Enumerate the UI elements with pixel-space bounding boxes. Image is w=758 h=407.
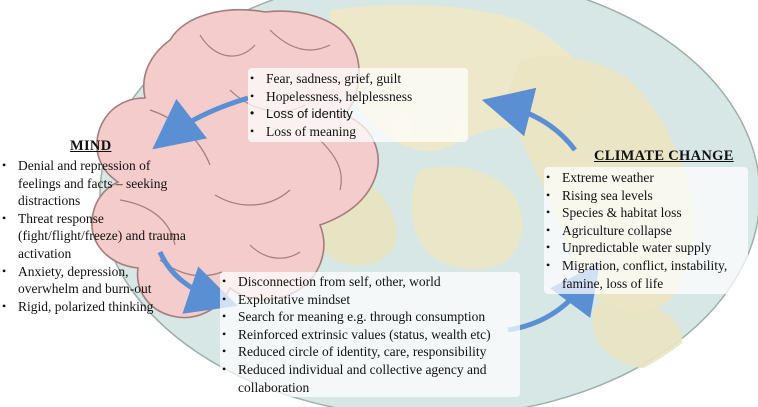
consequences-item: Disconnection from self, other, world xyxy=(220,273,520,291)
consequences-item: Exploitative mindset xyxy=(220,291,520,309)
mind-item: Rigid, polarized thinking xyxy=(0,298,190,316)
mind-heading: MIND xyxy=(70,138,111,155)
consequences-item: Reduced individual and collective agency… xyxy=(220,361,520,396)
consequences-item: Reduced circle of identity, care, respon… xyxy=(220,343,520,361)
emotions-item: Loss of identity xyxy=(248,105,468,123)
climate-heading: CLIMATE CHANGE xyxy=(594,148,734,165)
climate-item: Species & habitat loss xyxy=(544,204,748,222)
climate-item: Extreme weather xyxy=(544,169,748,187)
emotions-box: Fear, sadness, grief, guilt Hopelessness… xyxy=(248,68,468,142)
mind-item: Anxiety, depression, overwhelm and burn-… xyxy=(0,263,190,298)
emotions-item: Fear, sadness, grief, guilt xyxy=(248,70,468,88)
climate-list: Extreme weather Rising sea levels Specie… xyxy=(544,167,748,294)
climate-item: Rising sea levels xyxy=(544,187,748,205)
climate-item: Unpredictable water supply xyxy=(544,239,748,257)
emotions-item: Hopelessness, helplessness xyxy=(248,88,468,106)
consequences-item: Search for meaning e.g. through consumpt… xyxy=(220,308,520,326)
climate-item: Agriculture collapse xyxy=(544,222,748,240)
consequences-box: Disconnection from self, other, world Ex… xyxy=(220,272,520,397)
climate-item: Migration, conflict, instability, famine… xyxy=(544,257,748,292)
mind-item: Denial and repression of feelings and fa… xyxy=(0,157,190,210)
emotions-item: Loss of meaning xyxy=(248,123,468,141)
mind-item: Threat response (fight/flight/freeze) an… xyxy=(0,210,190,263)
consequences-item: Reinforced extrinsic values (status, wea… xyxy=(220,326,520,344)
mind-list: Denial and repression of feelings and fa… xyxy=(0,157,190,315)
